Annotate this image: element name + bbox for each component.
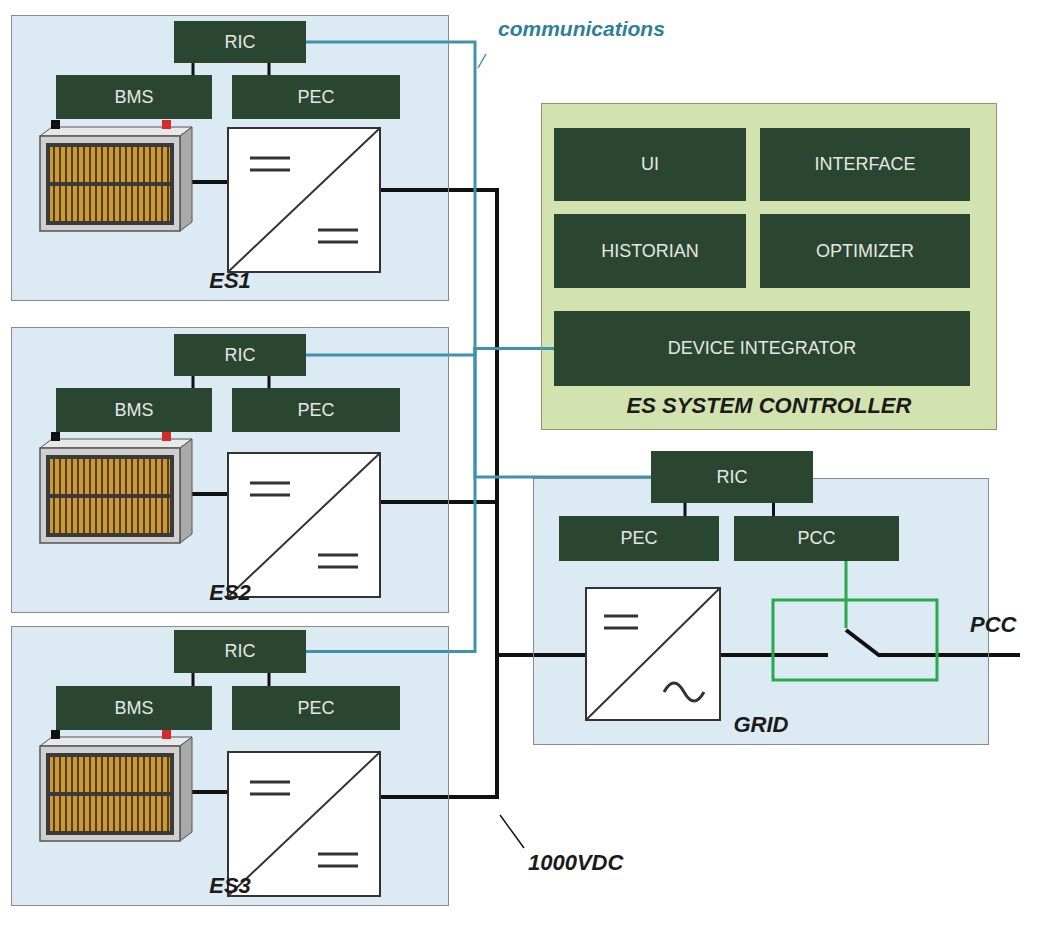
inverter <box>586 588 720 720</box>
module-label: RIC <box>717 467 748 488</box>
module-label: PEC <box>297 87 334 108</box>
module-box: RIC <box>174 630 306 673</box>
battery-rack <box>40 730 192 841</box>
module-box: RIC <box>651 451 813 503</box>
panel-fill <box>11 327 449 613</box>
internal-link <box>192 673 195 686</box>
module-label: HISTORIAN <box>601 241 699 262</box>
module-label: UI <box>641 154 659 175</box>
equipment-panel: GRIDRICPECPCC <box>533 478 989 745</box>
internal-link <box>684 503 687 516</box>
module-label: PEC <box>297 698 334 719</box>
module-box: HISTORIAN <box>554 214 746 288</box>
module-label: RIC <box>225 32 256 53</box>
module-label: INTERFACE <box>814 154 915 175</box>
pcc-switch <box>773 560 937 680</box>
panel-fill <box>541 103 997 430</box>
module-box: BMS <box>56 388 212 432</box>
panel-title: GRID <box>534 712 988 738</box>
dcdc-converter <box>228 752 380 896</box>
panel-title: ES SYSTEM CONTROLLER <box>542 393 996 419</box>
panel-title: ES3 <box>12 873 448 899</box>
equipment-panel: ES2 RIC BMS PEC <box>11 327 449 613</box>
module-label: PEC <box>620 528 657 549</box>
module-label: OPTIMIZER <box>816 241 914 262</box>
pcc-label: PCC <box>970 612 1016 638</box>
dcdc-converter <box>228 128 380 272</box>
module-box: INTERFACE <box>760 128 970 201</box>
panel-fill <box>11 626 449 906</box>
module-label: DEVICE INTEGRATOR <box>668 338 856 359</box>
module-label: PEC <box>297 400 334 421</box>
module-box: BMS <box>56 75 212 119</box>
module-box: PEC <box>232 686 400 730</box>
module-label: BMS <box>114 87 153 108</box>
voltage-label: 1000VDC <box>528 850 623 876</box>
controller-panel: ES SYSTEM CONTROLLER UI INTERFACE HISTORIAN… <box>541 103 997 430</box>
module-box: UI <box>554 128 746 201</box>
module-box: PEC <box>559 516 719 561</box>
module-box: PEC <box>232 388 400 432</box>
module-label: RIC <box>225 345 256 366</box>
module-box: BMS <box>56 686 212 730</box>
panel-title: ES1 <box>12 268 448 294</box>
panel-title: ES2 <box>12 580 448 606</box>
module-box: DEVICE INTEGRATOR <box>554 311 970 386</box>
internal-link <box>772 503 775 516</box>
equipment-drawing <box>40 54 1020 896</box>
dcdc-converter <box>228 453 380 597</box>
module-label: BMS <box>114 400 153 421</box>
battery-rack <box>40 432 192 543</box>
battery-rack <box>40 120 192 231</box>
module-box: RIC <box>174 21 306 63</box>
panel-fill <box>533 478 989 745</box>
internal-link <box>268 376 271 388</box>
internal-link <box>268 63 271 75</box>
internal-link <box>192 376 195 388</box>
panel-fill <box>11 15 449 301</box>
internal-link <box>192 63 195 75</box>
internal-link <box>268 673 271 686</box>
bus-label: communications <box>498 17 665 41</box>
equipment-panel: ES3 RIC BMS PEC <box>11 626 449 906</box>
module-label: PCC <box>797 528 835 549</box>
module-box: PCC <box>734 516 899 561</box>
module-label: BMS <box>114 698 153 719</box>
module-box: PEC <box>232 75 400 119</box>
module-label: RIC <box>225 641 256 662</box>
module-box: RIC <box>174 334 306 376</box>
module-box: OPTIMIZER <box>760 214 970 288</box>
equipment-panel: ES1 RIC BMS PEC <box>11 15 449 301</box>
